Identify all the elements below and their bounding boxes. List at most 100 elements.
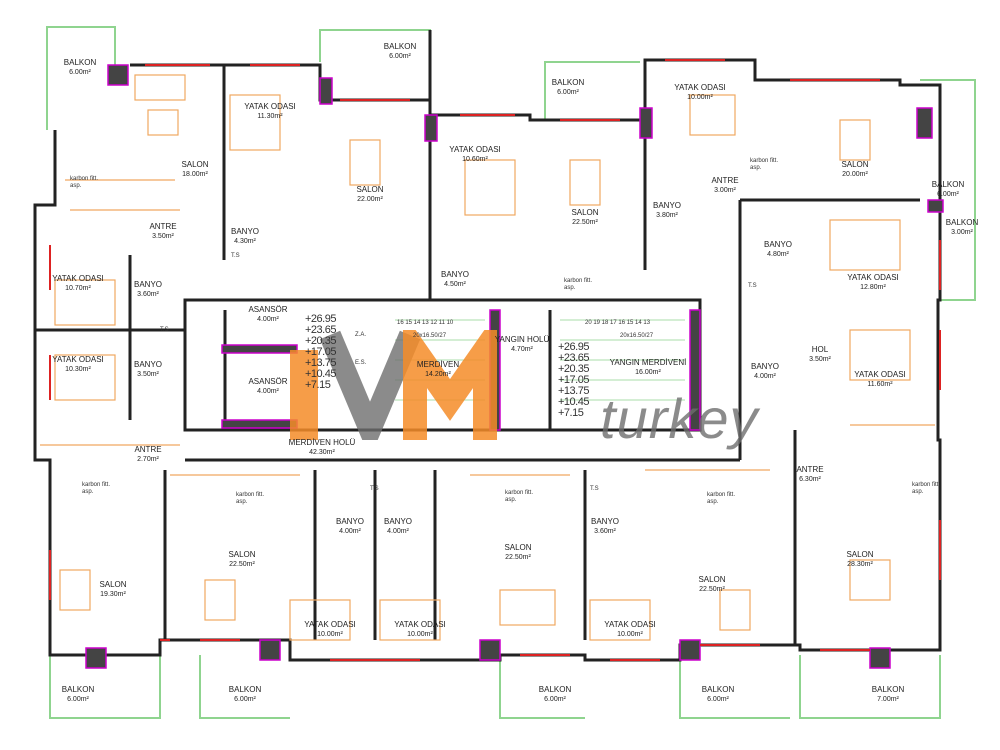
room-area: 16.00m² <box>635 369 661 376</box>
room-area: 10.70m² <box>65 285 91 292</box>
room-area: 3.50m² <box>152 233 174 240</box>
room-area: 4.70m² <box>511 346 533 353</box>
room-area: 12.80m² <box>860 284 886 291</box>
room-area: 4.00m² <box>257 388 279 395</box>
room-name: YATAK ODASI <box>394 620 446 629</box>
room-area: 4.80m² <box>767 251 789 258</box>
room-area: 3.00m² <box>714 187 736 194</box>
room-area: 6.00m² <box>557 89 579 96</box>
room-name: ASANSÖR <box>248 305 288 314</box>
room-area: 4.00m² <box>387 528 409 535</box>
room-label: SALON 22.50m² <box>571 208 598 228</box>
room-name: ANTRE <box>134 445 162 454</box>
room-label: BALKON 6.00m² <box>702 685 734 705</box>
room-area: 3.80m² <box>656 212 678 219</box>
room-area: 3.60m² <box>137 291 159 298</box>
room-name: BALKON <box>945 218 979 227</box>
ts-label: T.S <box>370 486 379 492</box>
room-name: YATAK ODASI <box>244 102 296 111</box>
room-area: 3.50m² <box>809 356 831 363</box>
room-label: ANTRE 3.50m² <box>149 222 176 242</box>
room-area: 6.00m² <box>234 696 256 703</box>
room-name: YATAK ODASI <box>52 274 104 283</box>
ts-label: T.S <box>590 486 599 492</box>
room-name: YATAK ODASI <box>847 273 899 282</box>
room-area: 3.60m² <box>594 528 616 535</box>
karbon-label: karbon fitt. asp. <box>564 278 593 291</box>
room-name: BALKON <box>228 685 262 694</box>
za-label: Z.A. <box>355 332 367 338</box>
room-area: 10.00m² <box>317 631 343 638</box>
room-area: 6.00m² <box>707 696 729 703</box>
room-area: 10.00m² <box>407 631 433 638</box>
room-name: BANYO <box>763 240 793 249</box>
room-label: BANYO 4.80m² <box>764 240 792 260</box>
room-label: YATAK ODASI 12.80m² <box>847 273 899 293</box>
room-area: 22.50m² <box>572 219 598 226</box>
room-area: 19.30m² <box>100 591 126 598</box>
room-name: YANGIN HOLÜ <box>494 335 550 344</box>
room-area: 7.00m² <box>877 696 899 703</box>
es-label: E.S. <box>355 360 367 366</box>
room-area: 18.00m² <box>182 171 208 178</box>
room-area: 3.50m² <box>137 371 159 378</box>
room-name: BANYO <box>652 201 682 210</box>
room-name: MERDİVEN <box>416 360 460 369</box>
room-name: SALON <box>571 208 599 217</box>
room-label: SALON 18.00m² <box>181 160 208 180</box>
balconies <box>46 26 976 719</box>
watermark-text: turkey <box>600 387 759 450</box>
room-name: BALKON <box>701 685 735 694</box>
room-name: BALKON <box>551 78 585 87</box>
room-name: BANYO <box>230 227 260 236</box>
room-name: SALON <box>181 160 209 169</box>
room-area: 10.00m² <box>617 631 643 638</box>
elevation-list-1: +26.95+23.65+20.35+17.05+13.75+10.45+7.1… <box>305 313 336 391</box>
room-name: YATAK ODASI <box>52 355 104 364</box>
room-area: 28.30m² <box>847 561 873 568</box>
room-area: 4.30m² <box>234 238 256 245</box>
room-area: 10.30m² <box>65 366 91 373</box>
room-label: YATAK ODASI 10.00m² <box>394 620 446 640</box>
room-name: SALON <box>698 575 726 584</box>
room-area: 6.00m² <box>69 69 91 76</box>
room-area: 6.00m² <box>389 53 411 60</box>
room-name: YATAK ODASI <box>674 83 726 92</box>
room-area: 6.00m² <box>937 191 959 198</box>
room-label: YATAK ODASI 10.30m² <box>52 355 104 375</box>
stair-spec-1: 20x16.50/27 <box>413 333 447 339</box>
room-label: MERDİVEN 14.20m² <box>417 360 459 380</box>
room-area: 14.20m² <box>425 371 451 378</box>
room-name: ANTRE <box>149 222 177 231</box>
karbon-label: karbon fitt. asp. <box>750 158 779 171</box>
room-name: BANYO <box>133 280 163 289</box>
room-name: SALON <box>841 160 869 169</box>
room-label: BALKON 7.00m² <box>872 685 904 705</box>
room-name: BANYO <box>590 517 620 526</box>
karbon-label: karbon fitt. asp. <box>70 176 99 189</box>
room-name: BALKON <box>871 685 905 694</box>
room-label: BANYO 3.60m² <box>134 280 162 300</box>
room-area: 4.00m² <box>257 316 279 323</box>
furniture <box>40 74 935 641</box>
room-area: 6.30m² <box>799 476 821 483</box>
